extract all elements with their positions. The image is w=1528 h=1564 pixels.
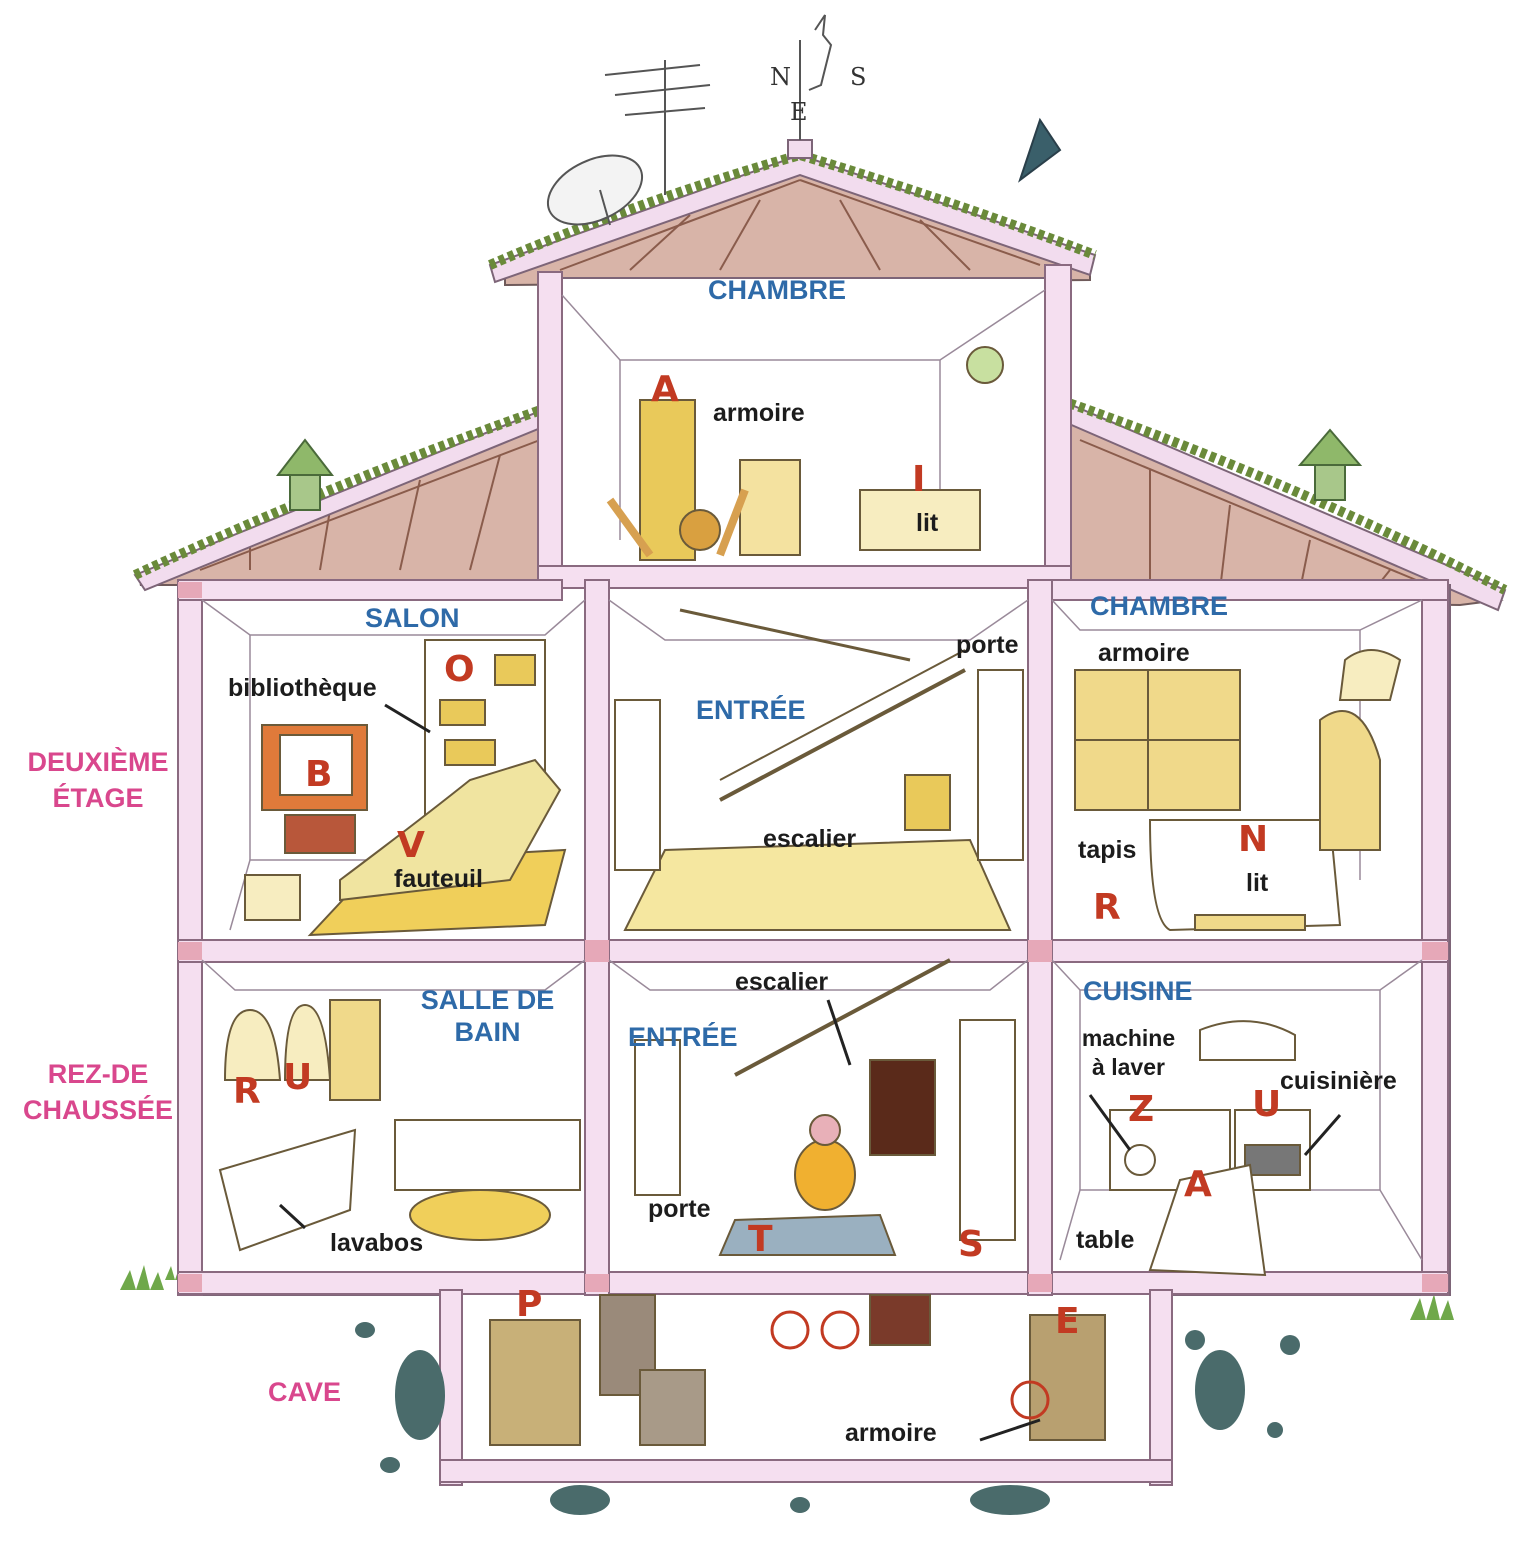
letter-entree-s: S [958,1224,984,1265]
compass-letters: N S E [770,63,866,126]
room-label-salon: SALON [365,603,460,633]
word-lavabos: lavabos [330,1229,424,1257]
floor-label-ground-line2: CHAUSSÉE [22,1094,174,1125]
kitchen-furniture [1109,1020,1311,1277]
word-fauteuil: fauteuil [394,865,483,893]
floor-label-ground-line1: REZ-DE [47,1059,149,1089]
letter-attic-a: A [651,369,679,410]
letter-cellar-e: E [1055,1301,1080,1342]
word-bedroom-armoire: armoire [1098,639,1190,667]
word-machine-line2: à laver [1092,1054,1165,1081]
room-label-kitchen: CUISINE [1083,976,1193,1006]
word-table: table [1076,1226,1135,1254]
letter-attic-i: I [912,459,926,500]
letter-kitchen-a: A [1184,1164,1212,1205]
letter-bedroom-n: N [1238,819,1269,860]
word-attic-armoire: armoire [713,399,805,427]
room-label-bedroom-right: CHAMBRE [1090,591,1228,621]
floor-label-second: DEUXIÈME ÉTAGE [12,747,184,813]
cellar-contents [489,1294,1106,1446]
svg-text:S: S [850,63,866,91]
word-machine-a-laver: machine à laver [1066,1025,1191,1081]
letter-kitchen-z: Z [1128,1089,1155,1130]
letter-cellar-p: P [516,1284,543,1325]
word-porte-top: porte [956,631,1019,659]
floor-label-ground: REZ-DE CHAUSSÉE [10,1059,186,1125]
right-roof [1058,395,1508,612]
letter-salon-o: O [444,649,475,690]
word-attic-lit: lit [916,509,939,537]
entree-bottom-furniture [634,958,1016,1256]
letter-entree-t: T [748,1219,773,1260]
room-label-entree-bottom: ENTRÉE [628,1022,738,1052]
word-escalier-top: escalier [763,825,857,853]
floor-label-cellar: CAVE [268,1377,342,1407]
word-bibliotheque: bibliothèque [228,674,377,702]
floor-label-second-line1: DEUXIÈME [27,747,169,777]
word-tapis: tapis [1078,836,1137,864]
word-escalier-bottom: escalier [735,968,829,996]
room-label-bathroom-line1: SALLE DE [420,985,555,1015]
entree-top-furniture [614,608,1024,931]
bathroom-furniture [218,999,581,1252]
svg-text:N: N [770,63,791,91]
chimneys [275,428,1363,511]
letter-salon-v: V [397,825,425,866]
room-perspective [201,289,1423,1261]
word-porte-bottom: porte [648,1195,711,1223]
left-roof [132,400,571,592]
word-machine-line1: machine [1081,1025,1176,1051]
room-label-attic-bedroom: CHAMBRE [708,275,846,305]
letter-kitchen-u: U [1252,1084,1282,1125]
floor-label-second-line2: ÉTAGE [52,782,144,813]
letter-salon-b: B [305,754,333,795]
letter-bath-u: U [283,1057,313,1098]
leader-lines [278,703,1342,1442]
attic-furniture [606,346,1004,561]
word-bedroom-lit: lit [1246,869,1269,897]
word-cuisiniere: cuisinière [1280,1067,1397,1095]
roof-accessories [546,14,1062,226]
letter-bedroom-r: R [1093,887,1121,928]
bedroom-furniture [1074,649,1402,932]
salon-furniture [244,639,567,937]
letter-bath-r: R [233,1071,261,1112]
room-label-entree-top: ENTRÉE [696,695,806,725]
word-cellar-armoire: armoire [845,1419,937,1447]
room-label-bathroom: SALLE DE BAIN [410,985,565,1047]
room-label-bathroom-line2: BAIN [454,1016,521,1047]
svg-text:E: E [790,98,808,126]
stones [355,1322,1300,1515]
top-roof [488,139,1097,287]
